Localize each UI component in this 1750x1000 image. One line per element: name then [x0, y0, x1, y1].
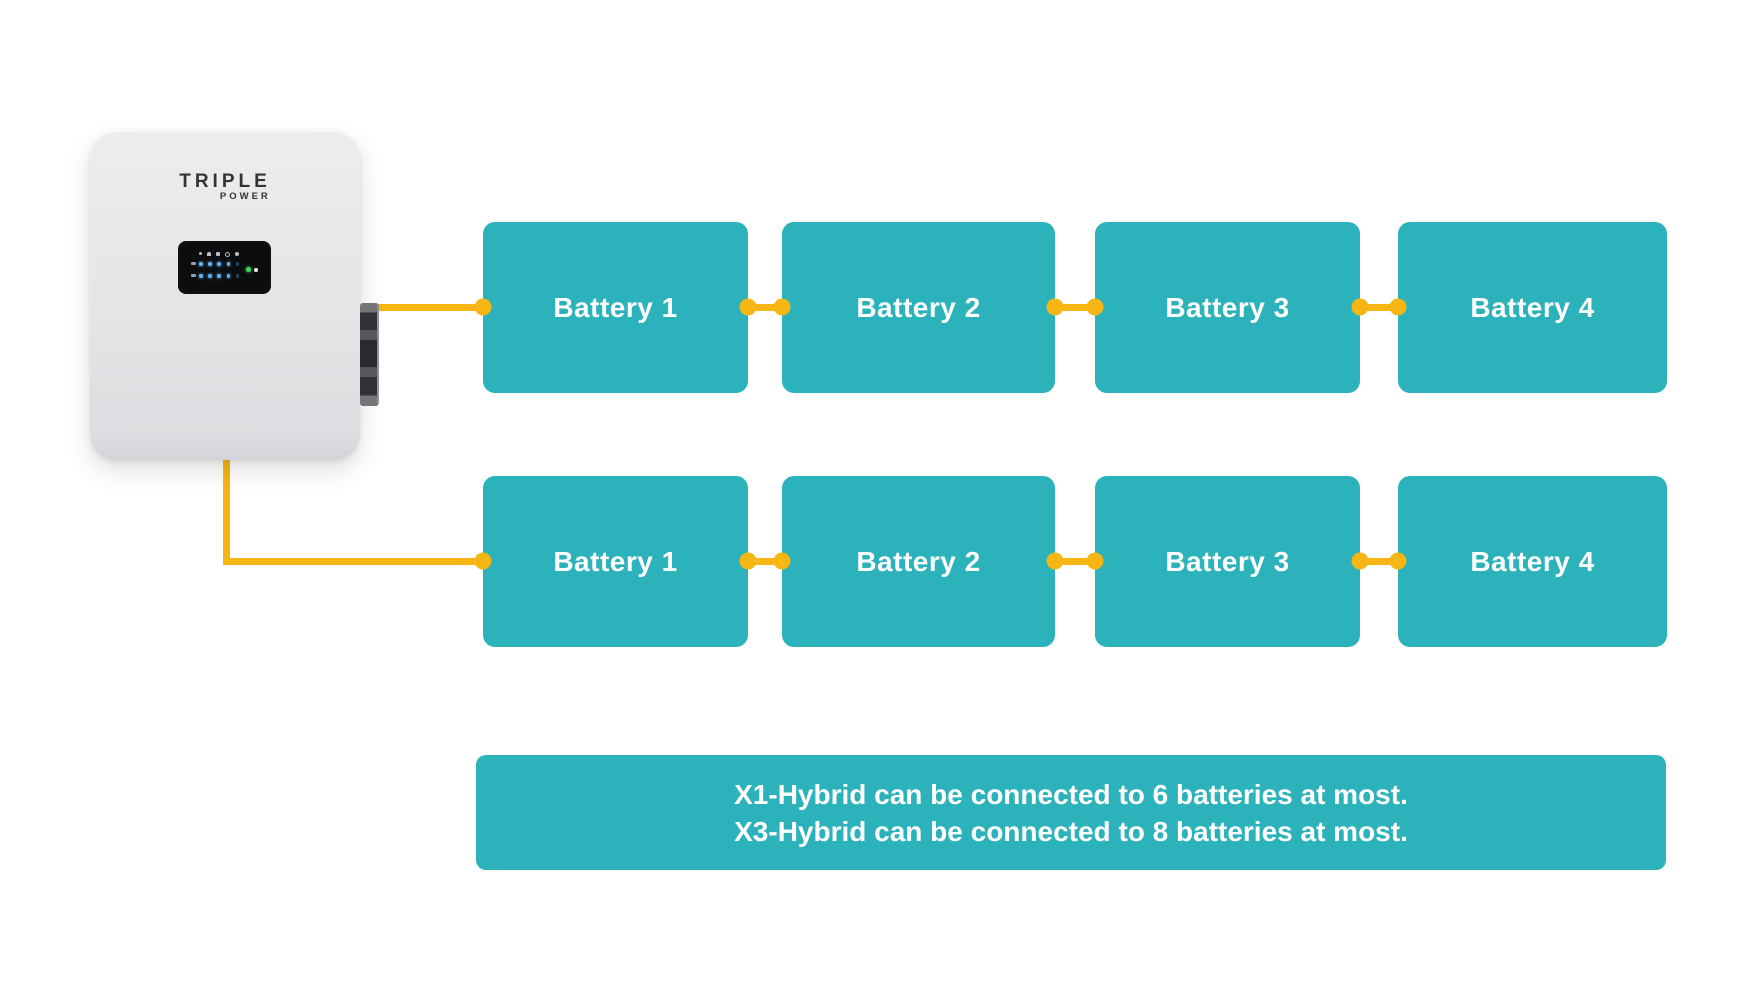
battery-port-connector	[360, 303, 379, 406]
battery-label: Battery 4	[1470, 291, 1595, 323]
indicator-icon	[207, 252, 211, 256]
blue-led-icon	[226, 262, 231, 266]
battery-label: Battery 1	[553, 545, 678, 577]
cable-inverter-to-string1	[372, 304, 483, 311]
cable-battery2-battery3	[1055, 558, 1095, 565]
cable-node-icon	[1086, 552, 1104, 570]
led-row-label	[191, 274, 196, 277]
note-line-1: X1-Hybrid can be connected to 6 batterie…	[734, 778, 1408, 810]
cable-node-icon	[1351, 552, 1369, 570]
cable-node-icon	[773, 552, 791, 570]
cable-node-icon	[1046, 552, 1064, 570]
led-display-panel	[178, 241, 271, 294]
cable-inverter-to-string2	[223, 558, 483, 565]
brand-subname: POWER	[219, 191, 271, 202]
battery-box: Battery 3	[1095, 476, 1360, 647]
note-banner: X1-Hybrid can be connected to 6 batterie…	[476, 755, 1666, 870]
cable-node-icon	[1046, 298, 1064, 316]
battery-box: Battery 2	[782, 222, 1055, 393]
brand-logo: TRIPLE POWER	[90, 172, 360, 204]
indicator-icon	[216, 252, 220, 256]
battery-label: Battery 4	[1470, 545, 1595, 577]
battery-box: Battery 1	[483, 222, 748, 393]
cable-node-icon	[739, 552, 757, 570]
cable-inverter-down	[223, 448, 230, 565]
note-line-2: X3-Hybrid can be connected to 8 batterie…	[734, 815, 1408, 847]
cable-node-icon	[739, 298, 757, 316]
battery-box: Battery 1	[483, 476, 748, 647]
cable-battery3-battery4	[1360, 304, 1398, 311]
led-row	[199, 274, 240, 278]
battery-label: Battery 2	[856, 545, 981, 577]
blue-led-icon	[217, 274, 221, 278]
battery-box: Battery 4	[1398, 222, 1667, 393]
battery-label: Battery 3	[1165, 291, 1290, 323]
blue-led-icon	[199, 274, 203, 278]
blue-led-icon	[217, 262, 221, 266]
blue-led-icon	[235, 262, 240, 266]
battery-label: Battery 1	[553, 291, 678, 323]
white-led-icon	[254, 268, 258, 272]
indicator-icon	[235, 252, 239, 256]
cable-battery1-battery2	[748, 304, 782, 311]
brand-name: TRIPLE	[179, 171, 271, 192]
blue-led-icon	[226, 274, 231, 278]
battery-box: Battery 3	[1095, 222, 1360, 393]
cable-battery2-battery3	[1055, 304, 1095, 311]
green-led-icon	[246, 267, 251, 272]
inverter-device: TRIPLE POWER	[90, 132, 360, 460]
battery-label: Battery 3	[1165, 545, 1290, 577]
status-icons-row	[199, 252, 239, 257]
blue-led-icon	[208, 274, 212, 278]
cable-node-icon	[1389, 298, 1407, 316]
cable-battery3-battery4	[1360, 558, 1398, 565]
cable-node-icon	[474, 298, 492, 316]
battery-box: Battery 4	[1398, 476, 1667, 647]
cable-battery1-battery2	[748, 558, 782, 565]
indicator-icon	[225, 252, 230, 257]
cable-node-icon	[1086, 298, 1104, 316]
battery-label: Battery 2	[856, 291, 981, 323]
cable-node-icon	[1351, 298, 1369, 316]
blue-led-icon	[208, 262, 212, 266]
led-row	[199, 262, 240, 266]
cable-node-icon	[773, 298, 791, 316]
indicator-icon	[199, 252, 202, 255]
led-row-label	[191, 262, 196, 265]
blue-led-icon	[199, 262, 203, 266]
cable-node-icon	[474, 552, 492, 570]
cable-node-icon	[1389, 552, 1407, 570]
blue-led-icon	[235, 274, 240, 278]
battery-box: Battery 2	[782, 476, 1055, 647]
